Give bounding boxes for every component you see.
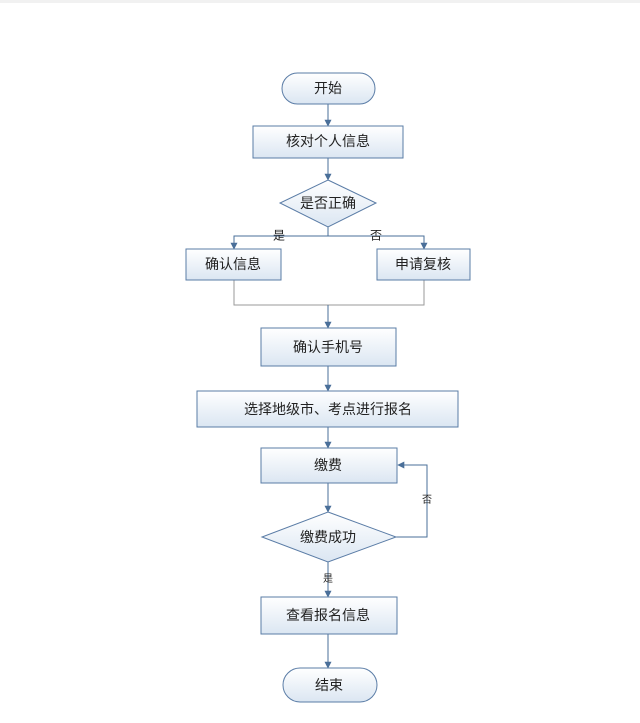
view-registration-label: 查看报名信息 xyxy=(286,607,370,624)
node-confirm-phone: 确认手机号 xyxy=(260,327,397,367)
edge-decision-no xyxy=(328,235,428,250)
start-terminal xyxy=(281,72,376,105)
apply-review-box xyxy=(376,248,471,281)
view-registration-box xyxy=(260,596,398,635)
node-start: 开始 xyxy=(281,72,376,105)
connectors xyxy=(230,104,428,669)
node-end: 结束 xyxy=(282,667,378,703)
node-confirm-info: 确认信息 xyxy=(185,248,282,281)
edge-merge-bar xyxy=(233,280,425,306)
verify-info-label: 核对个人信息 xyxy=(286,133,370,150)
confirm-info-box xyxy=(185,248,282,281)
pay-success-label: 缴费成功 xyxy=(300,530,356,546)
edge-label-pay-no: 否 xyxy=(422,494,432,506)
pay-box xyxy=(260,447,398,484)
node-select-city-site: 选择地级市、考点进行报名 xyxy=(196,390,459,428)
confirm-phone-box xyxy=(260,327,397,367)
verify-info-box xyxy=(252,125,404,159)
edge-label-yes: 是 xyxy=(273,229,285,243)
pay-label: 缴费 xyxy=(314,458,342,474)
node-view-registration: 查看报名信息 xyxy=(260,596,398,635)
start-label: 开始 xyxy=(314,81,342,97)
is-correct-diamond xyxy=(278,179,378,228)
select-city-site-box xyxy=(196,390,459,428)
edge-decision-yes xyxy=(230,227,329,250)
top-rule xyxy=(0,0,640,3)
confirm-info-label: 确认信息 xyxy=(205,256,261,273)
is-correct-label: 是否正确 xyxy=(300,196,356,212)
end-label: 结束 xyxy=(315,678,343,694)
select-city-site-label: 选择地级市、考点进行报名 xyxy=(244,401,412,418)
edge-label-no: 否 xyxy=(370,229,382,243)
node-verify-info: 核对个人信息 xyxy=(252,125,404,159)
pay-success-diamond xyxy=(260,511,398,563)
end-terminal xyxy=(282,667,378,703)
node-pay: 缴费 xyxy=(260,447,398,484)
edge-pay-fail-loop xyxy=(396,461,428,538)
node-apply-review: 申请复核 xyxy=(376,248,471,281)
apply-review-label: 申请复核 xyxy=(395,256,451,273)
node-pay-success: 缴费成功 xyxy=(260,511,398,563)
edge-label-pay-yes: 是 xyxy=(323,573,333,585)
confirm-phone-label: 确认手机号 xyxy=(293,340,363,356)
node-is-correct: 是否正确 xyxy=(278,179,378,228)
